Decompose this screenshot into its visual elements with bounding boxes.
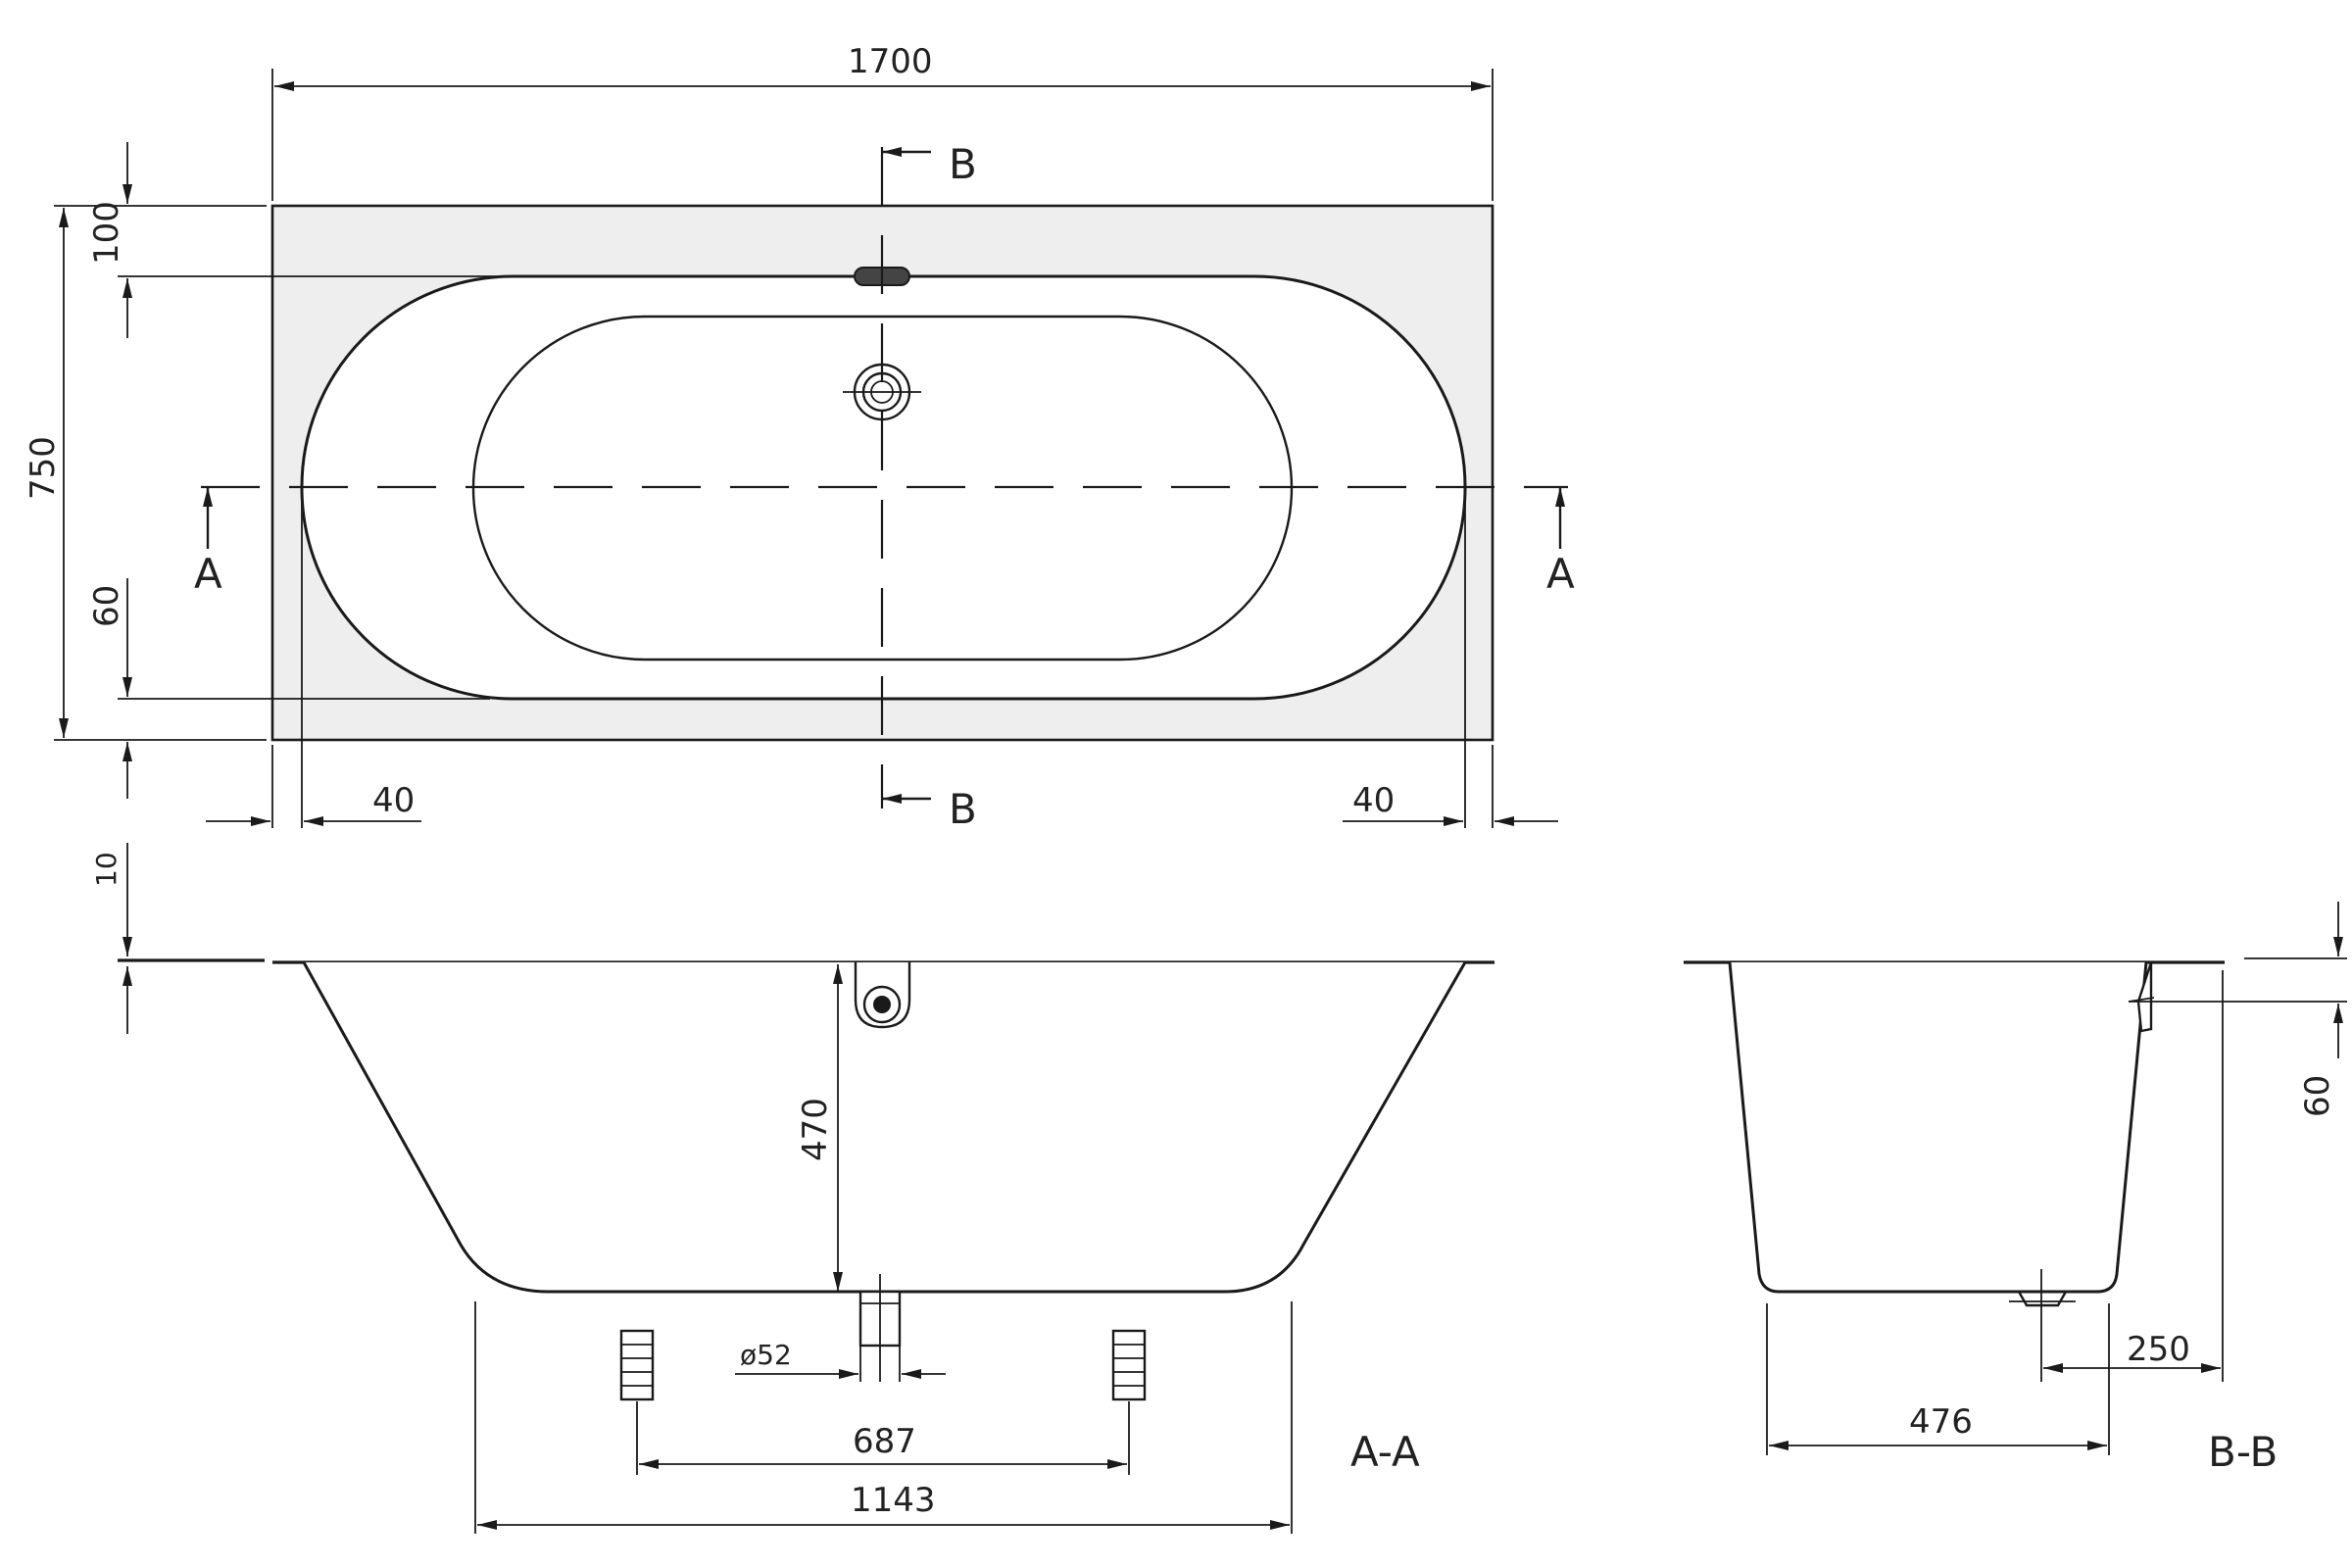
section-a-foot-left (619, 1329, 655, 1401)
dimension-section-b-drain-offset: 250 (2043, 970, 2224, 1382)
section-marker-a-right: A (1546, 487, 1575, 598)
svg-text:60: 60 (2298, 1075, 2337, 1117)
svg-text:100: 100 (87, 201, 126, 265)
section-a-title: A-A (1350, 1428, 1420, 1476)
dimension-section-b-rim-height: 60 (2129, 902, 2347, 1117)
dimension-top-rim: 100 (87, 142, 510, 338)
section-marker-b-bottom: B (882, 785, 977, 833)
svg-text:476: 476 (1909, 1402, 1973, 1442)
section-marker-a-left: A (194, 487, 222, 598)
svg-text:B: B (949, 140, 977, 188)
section-b-basin-profile (1728, 961, 2148, 1294)
svg-text:A: A (1546, 550, 1575, 598)
svg-text:687: 687 (853, 1422, 916, 1461)
section-a-drain (858, 1274, 902, 1382)
section-a-foot-right (1111, 1329, 1147, 1401)
dimension-bottom-rim: 60 (87, 578, 490, 799)
section-b-overflow (2128, 961, 2155, 1033)
dimension-left-edge: 40 (206, 490, 421, 828)
dimension-section-a-rim: 10 (90, 843, 132, 1034)
svg-text:A: A (194, 550, 222, 598)
svg-text:250: 250 (2127, 1330, 2190, 1369)
svg-text:1700: 1700 (848, 42, 933, 81)
dimension-feet-spacing: 687 (636, 1401, 1130, 1475)
section-b-drain (2009, 1269, 2076, 1382)
svg-text:750: 750 (24, 436, 63, 500)
section-marker-b-top: B (882, 140, 977, 188)
svg-text:B: B (949, 785, 977, 833)
svg-text:1143: 1143 (851, 1481, 936, 1520)
svg-text:40: 40 (372, 781, 415, 820)
dimension-section-a-depth: 470 (796, 964, 843, 1292)
section-a-view: 10 470 ø52 687 1143 A-A (90, 843, 1494, 1534)
dimension-section-b-bottom-width: 476 (1766, 1303, 2110, 1455)
section-a-overflow (854, 962, 911, 1029)
plan-view: B B A A 1700 750 (24, 42, 1575, 833)
dimension-width: 750 (24, 205, 267, 741)
section-b-title: B-B (2208, 1428, 2278, 1476)
svg-text:470: 470 (796, 1098, 835, 1161)
dimension-bottom-length: 1143 (474, 1301, 1293, 1534)
svg-text:10: 10 (90, 852, 122, 887)
dimension-length: 1700 (271, 42, 1494, 201)
section-b-view: 60 476 250 B-B (1684, 902, 2347, 1476)
svg-text:60: 60 (87, 585, 126, 627)
svg-text:40: 40 (1352, 781, 1395, 820)
dimension-drain-diameter: ø52 (735, 1313, 946, 1382)
dimension-right-edge: 40 (1343, 490, 1558, 828)
svg-text:ø52: ø52 (740, 1339, 792, 1371)
